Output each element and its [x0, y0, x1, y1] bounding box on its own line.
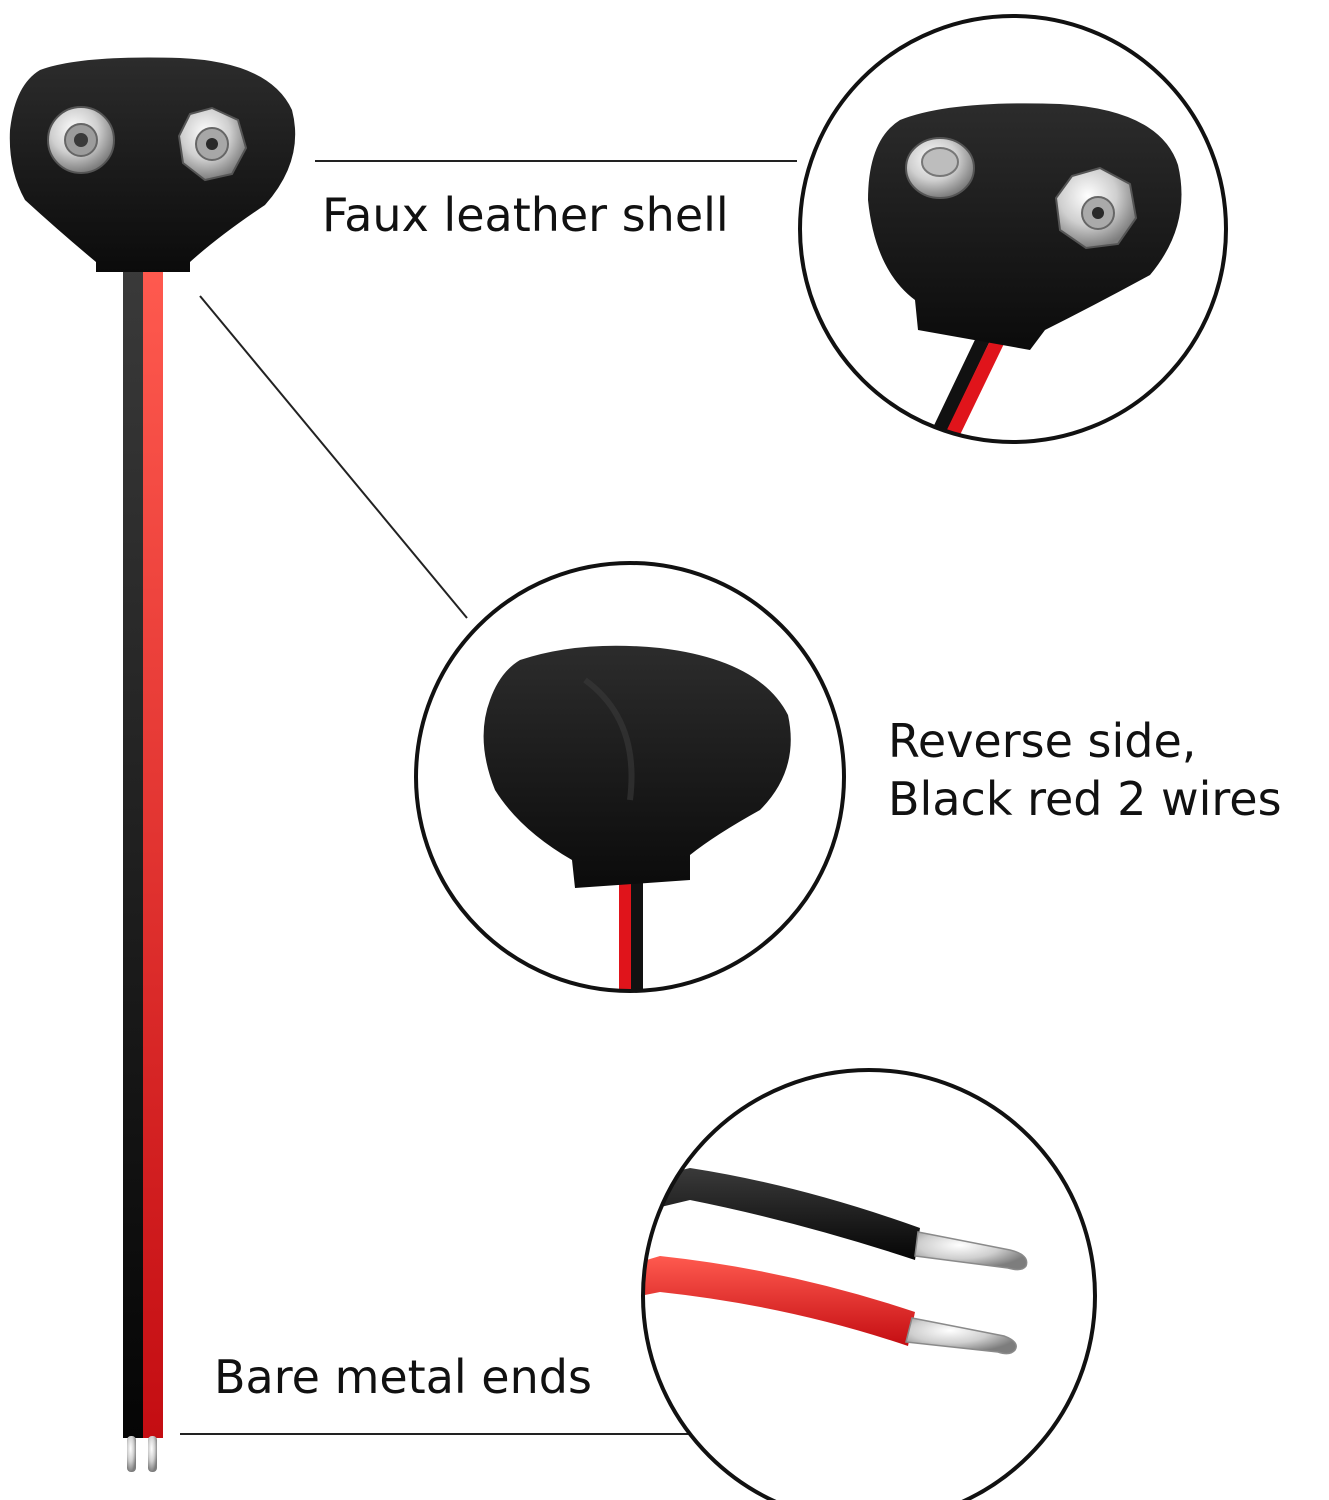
- zoom-black-bare-end: [914, 1231, 1028, 1271]
- label-faux-leather-shell: Faux leather shell: [322, 188, 729, 242]
- label-reverse-side-line2: Black red 2 wires: [888, 772, 1282, 826]
- main-bare-end-left: [127, 1436, 136, 1472]
- label-reverse-side: Reverse side, Black red 2 wires: [888, 712, 1282, 828]
- leader-line-reverse: [199, 295, 468, 619]
- zoom-circle-ends: [641, 1068, 1097, 1500]
- main-red-wire: [143, 262, 163, 1438]
- main-connector: [9, 57, 296, 1472]
- main-shell: [9, 57, 296, 272]
- zoom-red-wire: [643, 1256, 915, 1346]
- zoom-black-wire: [643, 1168, 920, 1260]
- zoom-circle-reverse: [414, 561, 846, 993]
- label-reverse-side-line1: Reverse side,: [888, 714, 1197, 768]
- main-bare-end-right: [148, 1436, 157, 1472]
- zoom-circle-front: [798, 14, 1228, 444]
- label-bare-metal-ends: Bare metal ends: [214, 1350, 592, 1404]
- main-black-wire: [123, 262, 143, 1438]
- zoom-red-bare-end: [905, 1317, 1017, 1355]
- reverse-shell: [483, 645, 791, 888]
